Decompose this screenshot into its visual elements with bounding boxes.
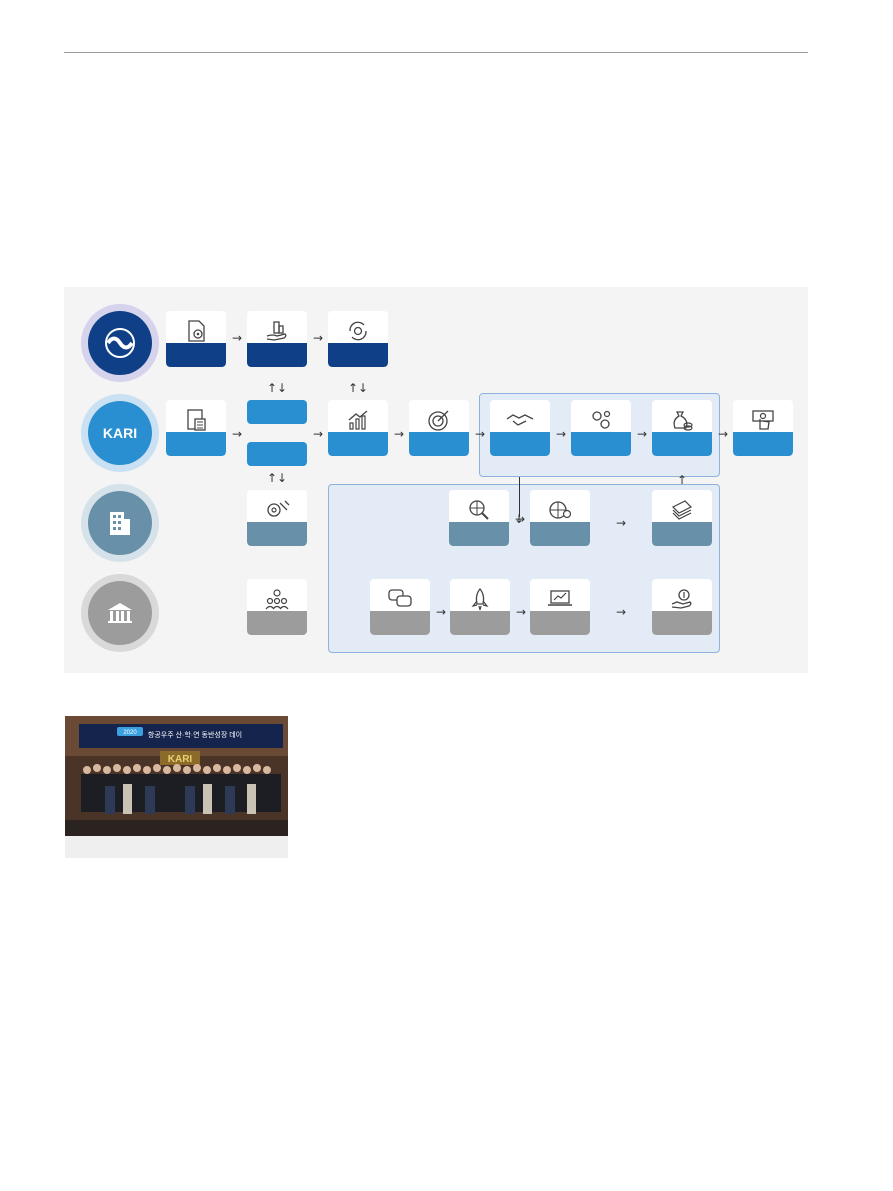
arrow-right: → [718,427,729,441]
kari-step-7-label [652,432,712,456]
kari-step-3-label [328,432,388,456]
ind-step-1 [247,490,307,546]
arrow-right: → [516,605,527,619]
arrow-right: → [394,427,405,441]
collaboration-diagram: KARI → [64,287,808,673]
gov-step-3 [328,311,388,367]
ind-step-1-label [247,522,307,546]
ind-step-4-label [652,522,712,546]
money-bag-icon [673,411,693,431]
arrow-up-down: ↑↓ [348,381,369,395]
arrow-up-down: ↑↓ [267,381,288,395]
kari-step-2b-label [247,442,307,466]
kari-step-6 [571,400,631,456]
arrow-right: → [515,512,526,526]
aca-step-4 [530,579,590,635]
kari-step-1-label [166,432,226,456]
people-idea-icon [265,589,289,610]
growth-chart-icon [348,410,368,430]
gov-step-1 [166,311,226,367]
arrow-up: ↑ [677,473,688,487]
banner-text: 항공우주 산·학·연 동반성장 데이 [148,730,242,739]
arrow-down: ↓ [514,512,525,526]
kari-step-5 [490,400,550,456]
arrow-right: → [616,516,627,530]
aca-step-2-label [370,611,430,635]
aca-step-5 [652,579,712,635]
building-icon [110,512,130,535]
rocket-icon [471,587,489,611]
kari-step-8-label [733,432,793,456]
arrow-right: → [436,605,447,619]
aca-step-3 [450,579,510,635]
arrow-right: → [556,427,567,441]
calculator-document-icon [187,409,206,431]
cycle-gear-icon [349,321,367,341]
arrow-right: → [637,427,648,441]
arrow-up-down: ↑↓ [267,471,288,485]
ind-step-3-label [530,522,590,546]
kari-step-2a-label [247,400,307,424]
kari-step-1 [166,400,226,456]
stage-sign: KARI [168,754,193,765]
hand-coin-icon [671,589,692,609]
globe-search-icon [469,500,489,520]
aca-step-1-label [247,611,307,635]
arrow-right: → [616,605,627,619]
header-divider [64,52,808,53]
kari-step-3 [328,400,388,456]
government-emblem-icon [105,328,135,358]
aca-step-1 [247,579,307,635]
arrow-right: → [232,331,243,345]
arrow-right: → [232,427,243,441]
kari-logo-icon: KARI [103,425,137,441]
actor-kari: KARI [81,394,159,472]
kari-step-6-label [571,432,631,456]
ind-step-4 [652,490,712,546]
aca-step-2 [370,579,430,635]
aca-step-3-label [450,611,510,635]
kari-step-7 [652,400,712,456]
arrow-right: → [313,331,324,345]
gov-step-3-label [328,343,388,367]
laptop-chart-icon [548,590,572,606]
ind-step-3 [530,490,590,546]
kari-step-8 [733,400,793,456]
handshake-icon [506,414,534,426]
gov-step-2-label [247,343,307,367]
gears-icon [592,410,611,429]
chat-bubbles-icon [388,589,412,607]
actor-government [81,304,159,382]
kari-step-5-label [490,432,550,456]
connector-down [519,477,520,517]
event-group-photo: 2020 항공우주 산·학·연 동반성장 데이 KARI [65,716,288,836]
ind-step-2 [449,490,509,546]
target-icon [428,410,449,431]
banner-badge: 2020 [123,730,137,736]
group-photo-image: 2020 항공우주 산·학·연 동반성장 데이 KARI [65,716,288,836]
arrow-right: → [313,427,324,441]
hand-cash-icon [752,410,774,430]
gov-step-2 [247,311,307,367]
photo-caption-bar [65,836,288,858]
arrow-right: → [475,427,486,441]
aca-step-5-label [652,611,712,635]
aca-step-4-label [530,611,590,635]
gov-step-1-label [166,343,226,367]
ind-step-2-label [449,522,509,546]
actor-industry [81,484,159,562]
actor-academia [81,574,159,652]
gear-wrench-icon [267,500,290,517]
kari-step-4-label [409,432,469,456]
cash-stack-icon [671,500,693,520]
document-gear-icon [188,320,205,342]
hand-building-icon [266,321,287,341]
kari-step-4 [409,400,469,456]
university-icon [108,603,132,623]
globe-gear-icon [549,501,572,519]
kari-logo-text: KARI [103,425,137,441]
